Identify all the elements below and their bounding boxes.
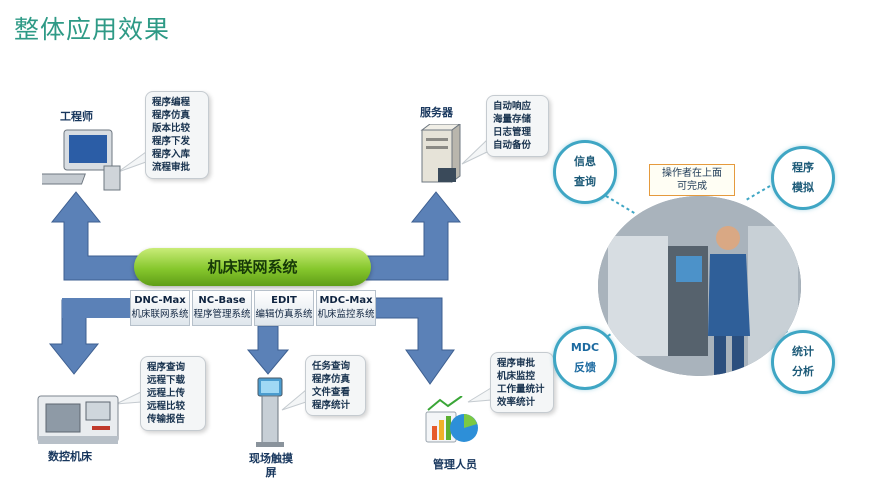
computer-icon [42,129,121,191]
list-item: 日志管理 [493,127,532,138]
manager-functions: 程序审批 机床监控 工作量统计 效率统计 [490,352,554,413]
list-item: 传输报告 [147,414,186,425]
list-item: 远程下载 [147,375,186,386]
list-item: 远程上传 [147,388,186,399]
list-item: 流程审批 [152,162,191,173]
arrow-to-touchscreen [246,325,290,375]
touchscreen-label: 现场触摸 屏 [249,452,293,479]
module-code: NC-Base [198,295,246,306]
list-item: 文件查看 [312,387,351,398]
page-title: 整体应用效果 [14,15,171,44]
list-item: 程序审批 [497,358,536,369]
server-icon [420,124,461,183]
module-nc-base: NC-Base 程序管理系统 [192,290,252,326]
bubble-mdc-feedback: MDC 反馈 [553,326,617,390]
bubble-info-query: 信息 查询 [553,140,617,204]
module-mdc: MDC-Max 机床监控系统 [316,290,376,326]
operator-scene [598,196,801,376]
list-item: 程序查询 [147,362,186,373]
engineer-label: 工程师 [60,110,93,123]
arrow-band-left [62,298,132,318]
bubble-program-simulation: 程序 模拟 [771,146,835,210]
module-code: DNC-Max [134,295,186,306]
server-functions: 自动响应 海量存储 日志管理 自动备份 [486,95,549,157]
arrow-to-manager [373,297,455,385]
cnc-machine-icon [37,395,119,444]
arrow-to-server [365,191,462,281]
list-item: 程序统计 [312,400,351,411]
touchscreen-functions: 任务查询 程序仿真 文件查看 程序统计 [305,355,366,416]
list-item: 程序下发 [152,136,191,147]
module-desc: 程序管理系统 [193,309,251,320]
server-label: 服务器 [420,106,453,119]
list-item: 机床监控 [497,371,536,382]
manager-label: 管理人员 [433,458,477,471]
module-desc: 机床监控系统 [317,309,375,320]
arrow-to-engineer [50,191,141,281]
module-edit: EDIT 编辑仿真系统 [254,290,314,326]
bubble-statistics: 统计 分析 [771,330,835,394]
touchscreen-kiosk-icon [256,377,284,447]
list-item: 程序仿真 [312,374,351,385]
module-desc: 编辑仿真系统 [255,309,313,320]
engineer-functions: 程序编程 程序仿真 版本比较 程序下发 程序入库 流程审批 [145,91,209,179]
list-item: 远程比较 [147,401,186,412]
list-item: 海量存储 [493,114,532,125]
module-code: MDC-Max [319,295,373,306]
list-item: 程序入库 [152,149,191,160]
system-bar [134,248,371,286]
list-item: 效率统计 [497,397,536,408]
list-item: 程序仿真 [152,110,191,121]
list-item: 任务查询 [312,361,351,372]
analytics-chart-icon [425,396,478,443]
operator-photo [598,196,801,376]
cnc-label: 数控机床 [48,450,92,463]
list-item: 程序编程 [152,97,191,108]
cnc-functions: 程序查询 远程下载 远程上传 远程比较 传输报告 [140,356,206,431]
list-item: 工作量统计 [497,384,545,395]
list-item: 自动备份 [493,140,532,151]
list-item: 自动响应 [493,101,532,112]
module-code: EDIT [271,295,297,306]
module-desc: 机床联网系统 [131,309,189,320]
system-name: 机床联网系统 [207,258,298,276]
callout-tail-server [461,138,488,165]
module-dnc: DNC-Max 机床联网系统 [130,290,190,326]
photo-caption: 操作者在上面 可完成 [649,164,735,196]
list-item: 版本比较 [152,123,191,134]
